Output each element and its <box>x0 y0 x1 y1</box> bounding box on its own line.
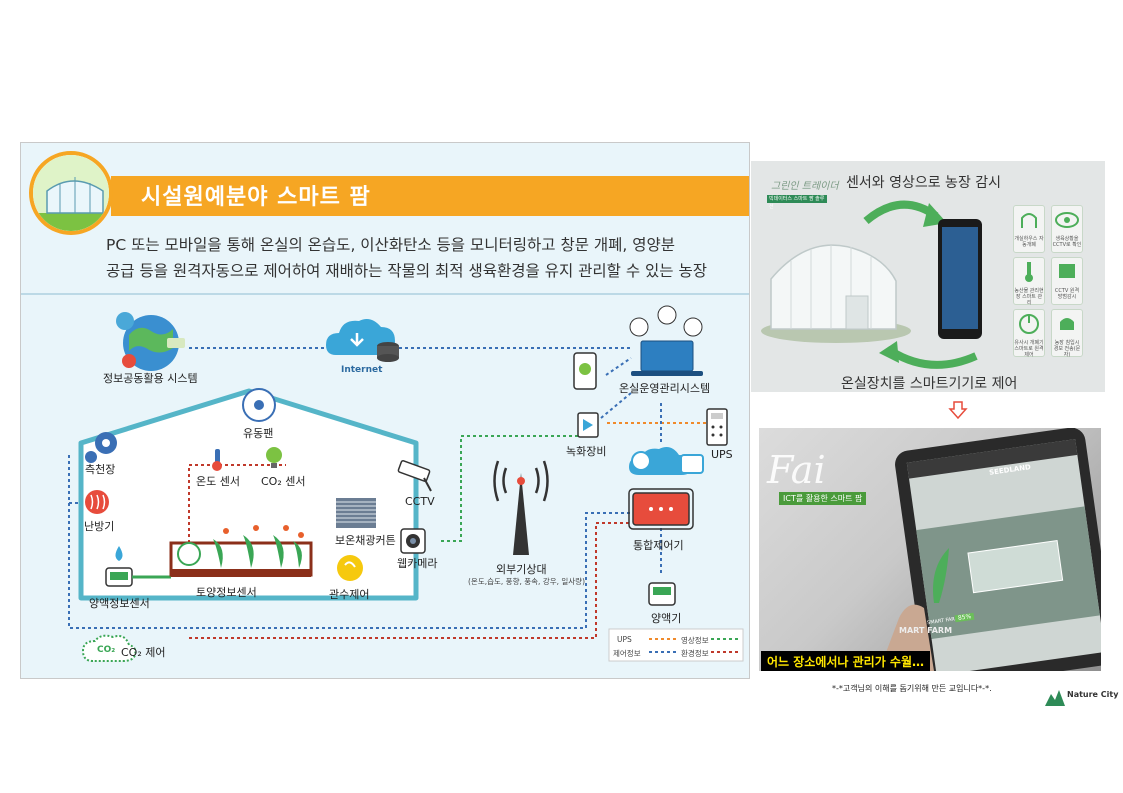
monitoring-panel: 그린인 트레이더 빅데이터스 스마트 팜 솔루션 센서와 영상으로 농장 감시 <box>751 161 1105 392</box>
co2-control-label: CO₂ 제어 <box>121 646 166 659</box>
description-line-1: PC 또는 모바일을 통해 온실의 온습도, 이산화탄소 등을 모니터링하고 창… <box>106 236 676 254</box>
greenhouse-icon <box>761 244 911 343</box>
webcam-label: 웹카메라 <box>397 557 438 570</box>
subtitle-caption: 어느 장소에서나 관리가 수월… <box>761 651 931 671</box>
side-window-label: 측천장 <box>85 463 116 476</box>
ict-tag: ICT를 활용한 스마트 팜 <box>779 492 867 505</box>
globe-icon <box>116 312 185 371</box>
eye-icon <box>1055 212 1079 228</box>
tablet-photo-panel: Fai ICT를 활용한 스마트 팜 SEEDLAND SMART FARM 8… <box>759 428 1101 671</box>
feature-card-1: 개실하우스 자동개폐 <box>1013 205 1045 253</box>
irrigation-label: 관수제어 <box>329 588 370 601</box>
window-icon <box>1021 213 1037 228</box>
thermometer-icon <box>1025 262 1033 282</box>
control-caption: 온실장치를 스마트기기로 제어 <box>841 376 1018 392</box>
feature-card-4: CCTV 원격 방범감시 <box>1051 257 1083 305</box>
co2-cloud-icon <box>81 634 137 662</box>
brand-logo: 그린인 트레이더 <box>771 181 839 192</box>
description-line-2: 공급 등을 원격자동으로 제어하여 재배하는 작물의 최적 생육환경을 유지 관… <box>106 262 708 280</box>
heater-icon <box>85 490 109 514</box>
curtain-label: 보온채광커튼 <box>335 534 396 547</box>
legend-env: 환경정보 <box>681 649 709 658</box>
recorder-icon <box>577 412 599 438</box>
co2-sensor-label: CO₂ 센서 <box>261 475 306 488</box>
link-env-bus <box>189 522 631 639</box>
nutrient-machine-icon <box>648 582 676 606</box>
cycle-arrow-top-icon <box>863 200 947 227</box>
footer-note: *-*고객님의 이해를 돕기위해 만든 교입니다*-*. <box>832 684 992 693</box>
chart-icon <box>1059 264 1075 278</box>
cctv-label: CCTV <box>405 495 435 508</box>
alarm-icon <box>1060 318 1074 330</box>
sprout-icon <box>933 548 949 603</box>
divider <box>21 293 749 295</box>
smartphone-icon <box>573 352 597 390</box>
legend-video: 영상정보 <box>681 636 709 645</box>
fan-icon <box>242 388 276 422</box>
brand-tag: 빅데이터스 스마트 팜 솔루션 <box>767 195 827 210</box>
greenhouse-logo-icon <box>29 151 113 235</box>
greenhouse-mgmt-label: 온실운영관리시스템 <box>619 382 711 395</box>
weather-station-icon <box>493 460 549 555</box>
cloud-devices-icon <box>629 447 704 475</box>
legend-control: 제어정보 <box>613 649 641 658</box>
nature-city-logo-icon <box>1045 690 1065 706</box>
co2-sensor-icon <box>266 447 282 468</box>
co2-cloud-label: CO₂ <box>97 645 116 655</box>
droplet-icon <box>115 546 123 561</box>
feature-card-2: 생육상황을 CCTV로 확인 <box>1051 205 1083 253</box>
page-title: 시설원예분야 스마트 팜 <box>141 185 371 210</box>
irrigation-icon <box>337 555 363 581</box>
laptop-icon <box>629 305 703 376</box>
arrow-down-icon <box>948 401 968 420</box>
controller-label: 통합제어기 <box>633 539 684 552</box>
nutrient-machine-label: 양액기 <box>651 612 682 625</box>
thermometer-icon <box>212 449 222 471</box>
legend-ups: UPS <box>617 635 632 644</box>
planter-icon <box>169 525 313 577</box>
power-icon <box>1019 314 1039 334</box>
legend-box <box>608 628 744 662</box>
cycle-arrow-bottom-icon <box>879 341 978 369</box>
recorder-label: 녹화장비 <box>566 445 607 458</box>
smartphone-icon <box>938 219 982 339</box>
cloud-icon <box>326 319 399 362</box>
tablet-icon <box>895 428 1101 671</box>
link-cctv <box>460 435 581 478</box>
info-system-label: 정보공동활용 시스템 <box>103 372 198 385</box>
ups-icon <box>706 408 728 446</box>
temp-sensor-label: 온도 센서 <box>196 475 240 488</box>
feature-card-5: 유사시 개폐기 스마트로 원격제어 <box>1013 309 1045 358</box>
feature-card-6: 농장 침입시 경보 전송(문자) <box>1051 309 1083 358</box>
brand-name: Nature City <box>1067 690 1119 699</box>
monitoring-title: 센서와 영상으로 농장 감시 <box>846 175 1002 191</box>
link-sensors <box>188 464 286 543</box>
cctv-icon <box>397 460 432 492</box>
webcam-icon <box>400 528 426 554</box>
smart-farm-diagram-panel: 시설원예분야 스마트 팜 PC 또는 모바일을 통해 온실의 온습도, 이산화탄… <box>20 142 750 679</box>
nutrient-sensor-label: 양액정보센서 <box>89 597 150 610</box>
greenhouse-outline <box>78 388 419 601</box>
gear-icon <box>85 432 117 463</box>
fan-label: 유동팬 <box>243 427 274 440</box>
nutrient-sensor-icon <box>105 567 133 587</box>
feature-card-3: 농산물 관리현장 스마트 관리 <box>1013 257 1045 306</box>
weather-label: 외부기상대 <box>496 563 547 576</box>
link-webcam <box>441 478 462 542</box>
ups-label: UPS <box>711 448 733 461</box>
diagram-canvas <box>68 305 744 662</box>
soil-sensor-label: 토양정보센서 <box>196 586 257 599</box>
internet-label: Internet <box>341 365 383 375</box>
controller-icon <box>628 488 694 530</box>
mart-farm-text: MART FARM <box>899 626 953 635</box>
title-band <box>111 176 749 216</box>
link-control-bus <box>68 503 631 629</box>
heater-label: 난방기 <box>84 520 115 533</box>
fai-logo: Fai <box>767 448 826 492</box>
curtain-icon <box>336 498 376 528</box>
weather-sub-label: (온도,습도, 풍향, 풍속, 강우, 일사량) <box>468 577 586 586</box>
